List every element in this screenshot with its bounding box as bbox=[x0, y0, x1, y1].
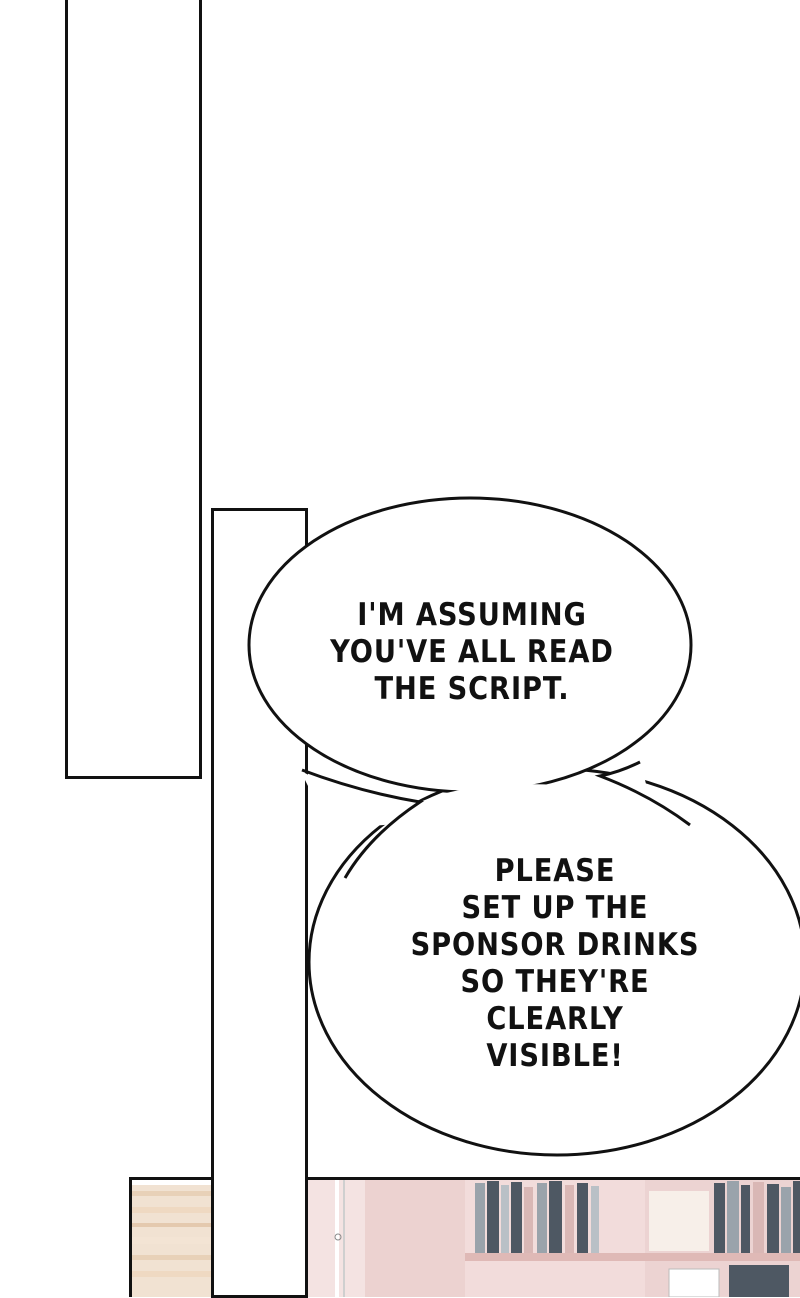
wood-floor bbox=[132, 1185, 217, 1297]
speech-text-bottom: PLEASE SET UP THE SPONSOR DRINKS SO THEY… bbox=[401, 853, 709, 1075]
speech-line: YOU'VE ALL READ bbox=[330, 634, 614, 670]
speech-line: VISIBLE! bbox=[486, 1038, 624, 1074]
speech-line: SPONSOR DRINKS bbox=[410, 927, 700, 963]
speech-line: THE SCRIPT. bbox=[374, 671, 570, 707]
speech-line: PLEASE bbox=[494, 853, 616, 889]
speech-line: SET UP THE bbox=[461, 890, 649, 926]
speech-text-top: I'M ASSUMING YOU'VE ALL READ THE SCRIPT. bbox=[317, 597, 627, 708]
panel-frame-left bbox=[65, 0, 202, 779]
speech-line: SO THEY'RE bbox=[460, 964, 650, 1000]
speech-line: CLEARLY bbox=[486, 1001, 624, 1037]
speech-line: I'M ASSUMING bbox=[357, 597, 587, 633]
